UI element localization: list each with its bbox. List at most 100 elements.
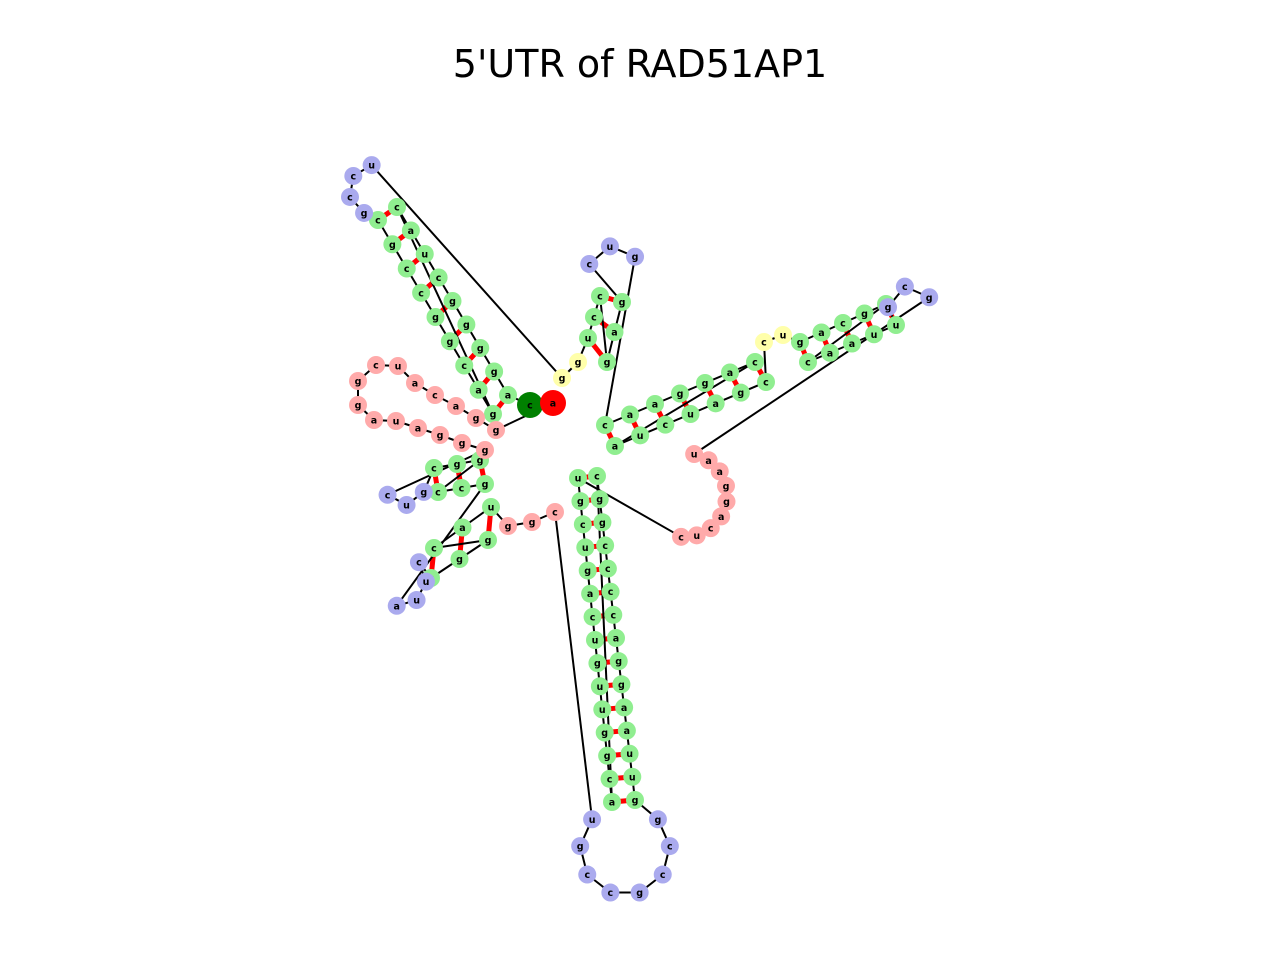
nucleotide-circle [546, 503, 564, 521]
nucleotide-letter: c [416, 558, 422, 569]
nucleotide: g [431, 426, 449, 444]
nucleotide: g [443, 292, 462, 310]
nucleotide-letter: c [461, 361, 467, 372]
nucleotide-circle [453, 434, 471, 452]
nucleotide: c [425, 539, 443, 557]
nucleotide-circle [476, 475, 494, 493]
nucleotide-letter: g [477, 456, 484, 467]
nucleotide-circle [588, 467, 606, 485]
nucleotide-circle [671, 384, 689, 403]
nucleotide: c [409, 553, 428, 572]
nucleotide-circle [414, 482, 433, 501]
nucleotide-letter: c [608, 888, 614, 899]
nucleotide: u [623, 767, 642, 786]
nucleotide: c [452, 479, 471, 497]
nucleotide-letter: g [355, 377, 362, 388]
nucleotide-circle [457, 315, 476, 334]
nucleotide-letter: g [389, 240, 396, 251]
nucleotide: a [603, 793, 621, 811]
nucleotide-circle [887, 316, 905, 334]
nucleotide-circle [617, 721, 636, 740]
nucleotide-letter: g [529, 518, 536, 529]
nucleotide: a [843, 334, 861, 353]
nucleotide-circle [710, 462, 729, 481]
nucleotide-letter: c [605, 564, 611, 575]
nucleotide-letter: c [708, 524, 714, 535]
nucleotide-letter: c [404, 264, 410, 275]
nucleotide-circle [685, 445, 704, 464]
nucleotide-letter: u [693, 531, 700, 542]
nucleotide: g [450, 550, 469, 568]
nucleotide: g [855, 304, 874, 323]
nucleotide-letter: g [449, 297, 456, 308]
nucleotide: c [378, 485, 397, 504]
nucleotide-letter: c [663, 420, 669, 431]
nucleotide-circle [834, 314, 852, 332]
nucleotide-letter: c [660, 870, 666, 881]
nucleotide: a [710, 462, 729, 481]
backbone-link [599, 295, 608, 363]
nucleotide-circle [712, 507, 731, 526]
nucleotide-letter: g [355, 401, 362, 412]
nucleotide-circle [482, 498, 500, 516]
nucleotide-circle [717, 492, 736, 511]
nucleotide: u [569, 469, 587, 487]
nucleotide: g [716, 476, 735, 495]
nucleotide-circle [362, 156, 381, 175]
nucleotide-letter: a [705, 456, 711, 467]
nucleotide-letter: g [505, 522, 512, 533]
nucleotide-circle [569, 353, 587, 371]
nucleotide: a [699, 451, 718, 470]
nucleotide-letter: u [596, 682, 603, 693]
nucleotide-letter: g [594, 659, 601, 670]
nucleotide: u [397, 495, 416, 514]
nucleotide: c [429, 483, 447, 501]
nucleotide-letter: a [415, 424, 421, 435]
nucleotide-circle [612, 675, 631, 694]
nucleotide-circle [613, 293, 631, 311]
nucleotide-circle [469, 380, 488, 399]
nucleotide-letter: g [619, 298, 626, 309]
nucleotide: g [595, 723, 614, 742]
nucleotide-circle [367, 356, 385, 374]
nucleotide-letter: c [385, 490, 391, 501]
nucleotide: c [425, 459, 443, 477]
nucleotide-letter: g [677, 389, 684, 400]
nucleotide-letter: g [601, 728, 608, 739]
nucleotide-circle [596, 416, 614, 434]
nucleotide: g [476, 441, 494, 459]
nucleotide: g [626, 247, 645, 266]
nucleotide-letter: a [459, 523, 465, 534]
nucleotide-circle [687, 526, 706, 545]
nucleotide-letter: g [618, 680, 625, 691]
nucleotide-letter: g [482, 446, 489, 457]
nucleotide-letter: c [678, 532, 684, 543]
nucleotide-circle [672, 527, 691, 546]
nucleotide-letter: g [559, 374, 566, 385]
nucleotide: a [469, 380, 488, 399]
nucleotide-circle [699, 451, 718, 470]
nucleotide-letter: g [420, 487, 427, 498]
nucleotide-circle [425, 539, 443, 557]
nucleotide-circle [607, 629, 625, 647]
nucleotide-letter: c [351, 171, 357, 182]
nucleotide: a [499, 386, 517, 404]
nucleotide-circle [412, 283, 431, 302]
nucleotide-letter: c [761, 338, 767, 349]
nucleotide-letter: g [702, 379, 709, 390]
nucleotide-letter: c [435, 488, 441, 499]
nucleotide-circle [455, 356, 474, 375]
nucleotide-circle [615, 698, 634, 717]
nucleotide-circle [706, 394, 725, 413]
nucleotide: g [414, 482, 433, 501]
nucleotide-circle [600, 237, 619, 256]
nucleotide: g [453, 434, 471, 452]
nucleotide: g [471, 339, 490, 357]
nucleotide-letter: c [597, 292, 603, 303]
nucleotide: g [791, 333, 809, 351]
nucleotide-letter: u [871, 330, 878, 341]
nucleotide-circle [415, 245, 434, 263]
nucleotide: g [569, 353, 587, 371]
nucleotide-circle [895, 277, 914, 296]
